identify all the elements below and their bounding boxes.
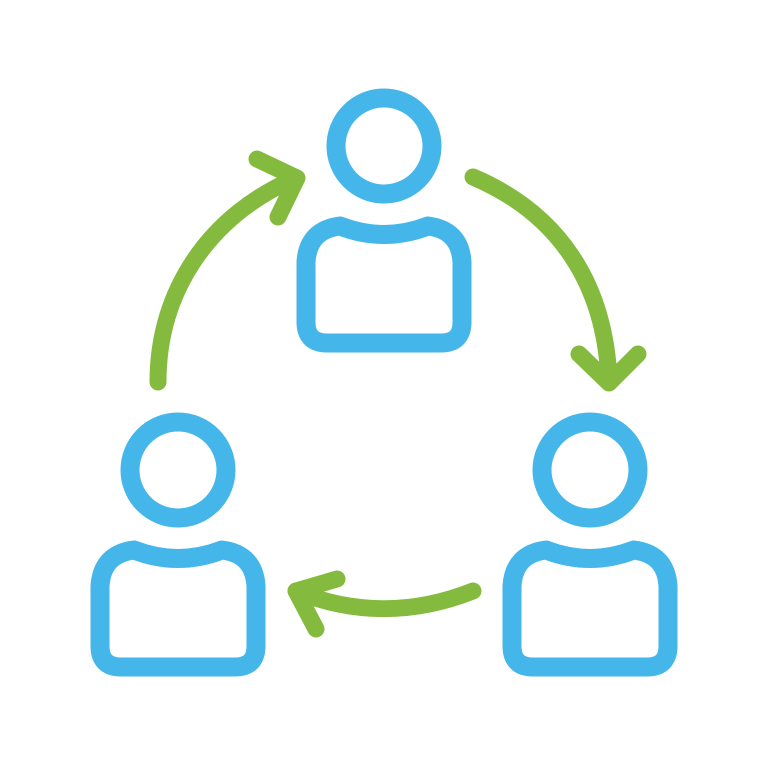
person-bottom-left-body — [90, 540, 266, 677]
person-top-head — [326, 88, 442, 204]
arrow-left-to-top-icon — [149, 150, 306, 391]
arrow-right-to-left-icon — [287, 570, 482, 638]
person-top-body — [296, 216, 472, 353]
arrow-left-to-top-shaft — [149, 169, 305, 391]
person-bottom-left-icon — [90, 412, 266, 677]
arrow-top-to-right-shaft — [464, 168, 618, 389]
person-bottom-right-icon — [502, 412, 678, 677]
arrow-top-to-right-icon — [464, 168, 647, 392]
person-top-icon — [296, 88, 472, 353]
person-bottom-right-body — [502, 540, 678, 677]
arrow-right-to-left-shaft — [287, 582, 482, 618]
arrow-left-to-top-head — [248, 150, 306, 226]
person-bottom-right-head — [532, 412, 648, 528]
person-bottom-left-head — [120, 412, 236, 528]
arrow-right-to-left-head — [287, 570, 346, 638]
arrow-top-to-right-head — [570, 345, 647, 392]
